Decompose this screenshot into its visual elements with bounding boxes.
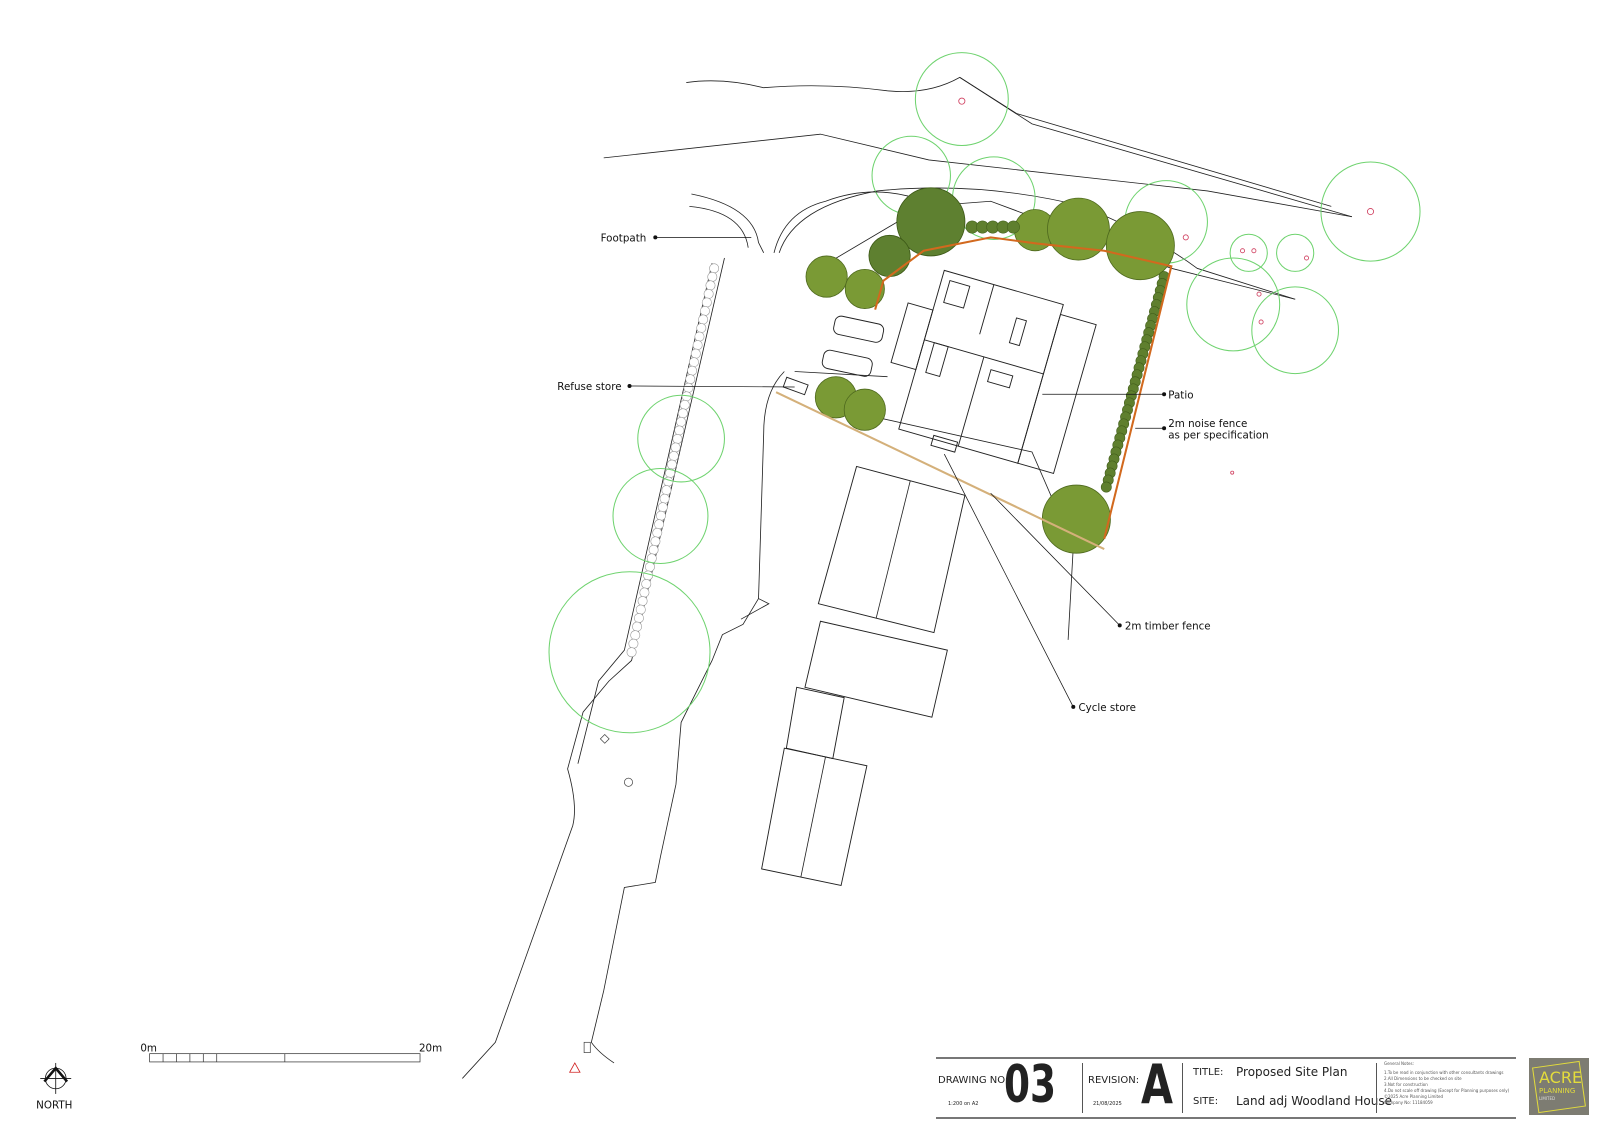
note: 3.Not for construction [1384,1082,1428,1087]
hedge-plant [641,579,652,589]
noise-fence [874,236,1173,539]
warning-triangle-icon [568,1062,581,1073]
general-notes: General Notes: 1.To be read in conjuncti… [1384,1061,1509,1106]
drawing-title: Proposed Site Plan [1236,1065,1348,1079]
site-label: SITE: [1193,1096,1219,1107]
hedge-plant [644,561,655,572]
hedge-plant [657,502,668,513]
hedge-plant [635,604,646,615]
note: 1.To be read in conjunction with other c… [1384,1070,1504,1075]
hedge-plant [637,596,648,606]
hedge-plant [668,451,679,461]
label-footpath: Footpath [601,232,647,244]
hedge-plant [683,382,694,393]
hedge-plant [707,271,718,282]
copyright: ©2025 Acre Planning Limited [1384,1094,1444,1099]
hedge-plant [661,485,672,496]
proposed-trees [805,187,1175,554]
scale-start: 0m [140,1043,157,1055]
scale-end: 20m [419,1043,442,1055]
hedge-plant [674,425,685,436]
title-label: TITLE: [1193,1067,1224,1078]
note: 2.All Dimensions to be checked on site [1384,1076,1462,1081]
existing-trees [548,52,1421,734]
north-label: NORTH [36,1099,72,1111]
footpath-hedge [626,263,720,658]
hedge-plant [679,399,690,410]
drawing-scale: 1:200 on A2 [948,1101,979,1107]
hedge-plant [632,621,643,632]
hedge-plant [626,647,637,658]
boundary-hedge [965,220,1170,493]
hedge-plant [703,288,714,299]
hedge-plant [705,280,716,291]
hedge-plant [685,374,696,385]
hedge-plant [1006,220,1020,234]
hedge-plant [643,570,654,581]
logo-limited: LIMITED [1539,1096,1556,1101]
label-refuse-store: Refuse store [557,381,621,393]
notes-heading: General Notes: [1384,1061,1414,1066]
company-number: Company No: 11184059 [1384,1100,1433,1105]
hedge-plant [639,587,650,598]
hedge-plant [696,323,707,333]
hedge-plant [676,416,687,427]
hedge-plant [630,630,641,641]
hedge-plant [698,314,709,325]
hedge-plant [689,357,699,368]
logo-text: ACRE [1539,1068,1583,1087]
hedge-plant [700,306,710,316]
hedge-plant [687,365,698,376]
logo-subtext: PLANNING [1539,1087,1576,1095]
hedge-plant [652,527,663,538]
hedge-plant [692,340,703,351]
revision-date: 21/08/2025 [1093,1101,1122,1107]
revision-letter: A [1141,1053,1173,1116]
label-cycle-store: Cycle store [1078,702,1136,714]
hedge-plant [655,510,666,521]
label-noise-fence: 2m noise fence [1168,418,1247,430]
hedge-plant [701,297,712,308]
hedge-plant [648,544,659,555]
label-patio: Patio [1168,389,1193,401]
hedge-plant [678,408,688,419]
drawing-number: 03 [1004,1055,1057,1115]
label-noise-fence-spec: as per specification [1168,430,1268,442]
hedge-plant [659,493,670,504]
title-block: DRAWING NO: 1:200 on A2 03 REVISION: 21/… [936,1053,1516,1119]
neighbouring-buildings [761,465,966,887]
hedge-plant [670,442,681,453]
house-footprint [890,269,1097,475]
timber-fence [775,391,1105,550]
hedge-plant [1100,481,1112,493]
parked-cars [821,315,885,377]
hedge-plant [694,331,705,342]
north-arrow-icon [40,1062,72,1094]
hedge-plant [654,519,665,530]
hedge-plant [633,613,644,624]
scale-bar [149,1053,421,1063]
revision-label: REVISION: [1088,1075,1140,1086]
hedge-plant [628,638,639,649]
cycle-store [930,434,959,453]
hedge-plant [709,263,720,274]
site-boundary-lines [462,76,1353,1079]
note: 4.Do not scale off drawing (Except for P… [1384,1088,1510,1093]
hedge-plant [672,433,683,444]
hedge-plant [690,348,701,359]
company-logo: ACRE PLANNING LIMITED [1529,1058,1589,1115]
site-name: Land adj Woodland House [1236,1094,1392,1108]
hedge-plant [666,459,677,470]
hedge-plant [650,536,661,547]
refuse-store [782,376,809,396]
drawing-no-label: DRAWING NO: [938,1075,1009,1086]
label-timber-fence: 2m timber fence [1125,621,1211,633]
